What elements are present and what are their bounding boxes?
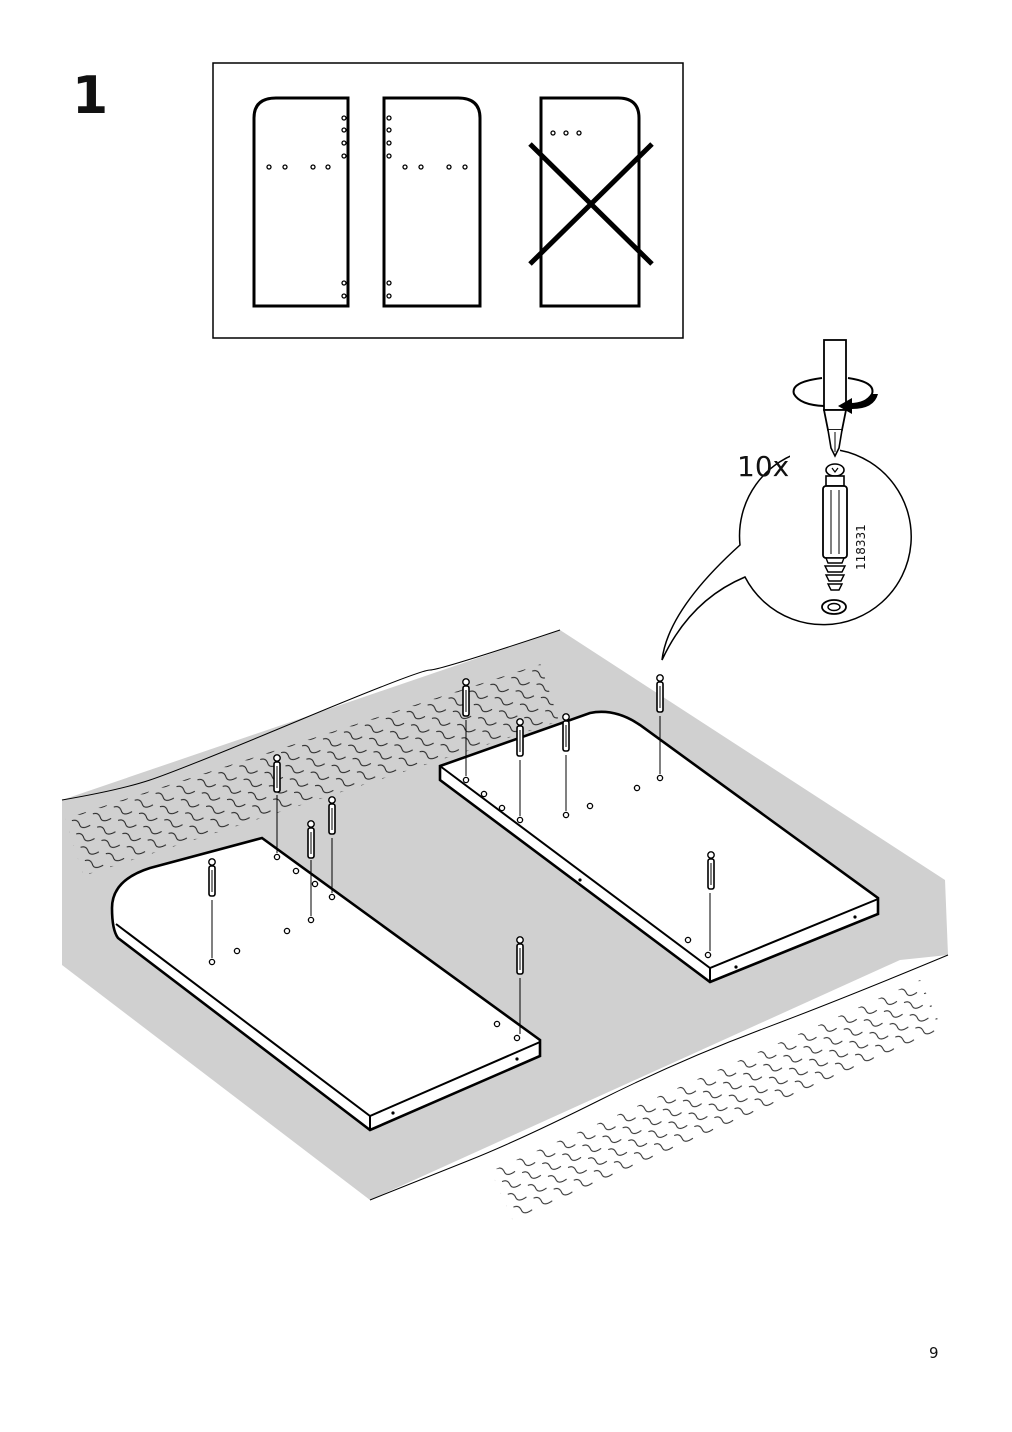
panel-correct-left-icon <box>252 96 350 308</box>
cam-bolt-icon <box>822 463 848 591</box>
side-panel-right <box>438 673 880 984</box>
step-number: 1 <box>72 66 109 126</box>
panel-incorrect-icon <box>528 96 654 308</box>
panel-correct-right-icon <box>382 96 482 308</box>
orientation-frame <box>212 62 684 339</box>
part-number-label: 118331 <box>854 524 868 570</box>
hole-icon <box>821 599 847 615</box>
page-number: 9 <box>929 1344 939 1362</box>
rotate-clockwise-icon <box>792 377 878 414</box>
quantity-label: 10x <box>737 450 790 483</box>
side-panel-left <box>110 753 542 1132</box>
screwdriver-icon <box>822 339 848 458</box>
callout-bubble <box>661 440 912 661</box>
